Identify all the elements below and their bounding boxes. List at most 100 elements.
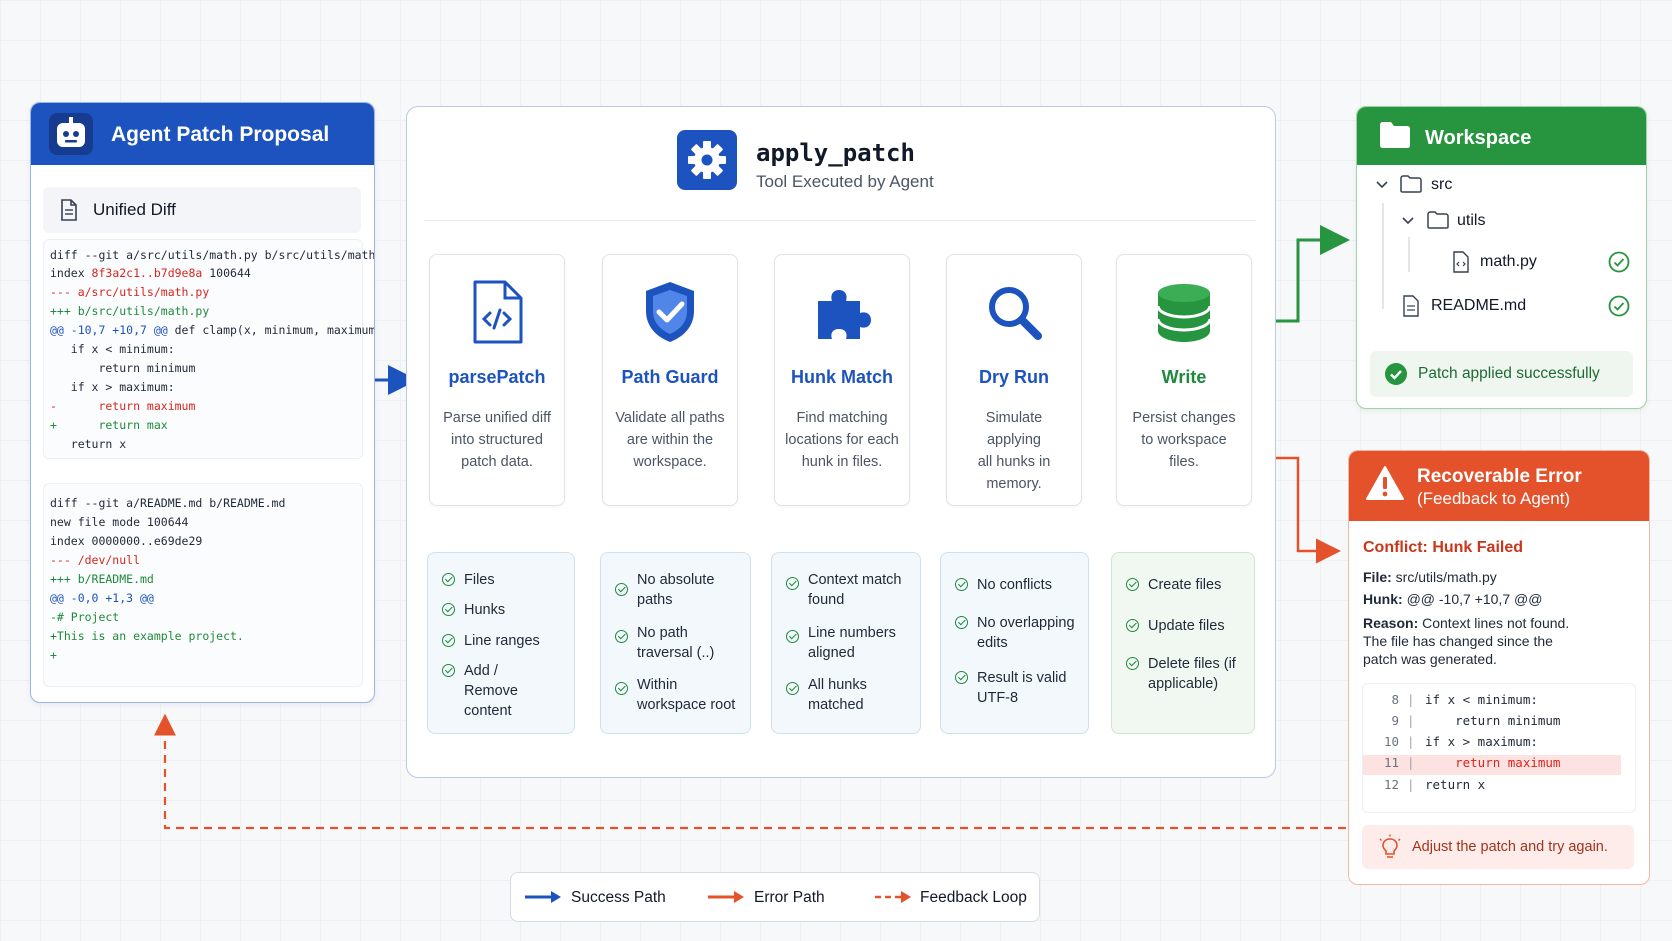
check-circle-icon [786, 577, 799, 590]
error-header: Recoverable Error (Feedback to Agent) [1349, 451, 1649, 521]
diff-line: --- /dev/null [50, 553, 141, 567]
check-circle-icon [1126, 657, 1139, 670]
diff-line: diff --git a/src/utils/math.py b/src/uti… [50, 248, 375, 262]
diff-label: Unified Diff [93, 200, 176, 219]
stage-title: Dry Run [978, 367, 1049, 387]
folder-icon[interactable] [1427, 211, 1449, 229]
error-reason: Reason: Context lines not found. [1363, 615, 1570, 631]
lightbulb-icon [1379, 834, 1401, 858]
checks-dry-run: No conflicts No overlapping edits Result… [940, 552, 1089, 734]
check-circle-icon [615, 682, 628, 695]
diff-line: if x < minimum: [50, 342, 175, 356]
checks-hunk-match: Context match found Line numbers aligned… [771, 552, 921, 734]
check-item: All hunks matched [786, 675, 896, 715]
check-circle-icon [1126, 619, 1139, 632]
check-circle-icon [1608, 295, 1630, 317]
code-line-highlighted: 11| return maximum [1363, 755, 1621, 775]
stage-title: parsePatch [448, 367, 546, 387]
tree-item-math-py[interactable]: math.py [1480, 253, 1537, 270]
database-icon [1156, 284, 1212, 342]
proposal-header: Agent Patch Proposal [31, 103, 374, 165]
diff-line: return x [50, 437, 127, 451]
diff-line: index 0000000..e69de29 [50, 534, 203, 548]
check-circle-icon [786, 682, 799, 695]
diff-line: return minimum [50, 361, 196, 375]
tree-item-readme[interactable]: README.md [1431, 297, 1527, 314]
check-item: Line ranges [442, 631, 540, 651]
code-line: 9| return minimum [1391, 713, 1561, 728]
divider [424, 220, 1256, 221]
chevron-down-icon [1402, 217, 1414, 225]
check-circle-icon [955, 671, 968, 684]
check-circle-icon [1126, 578, 1139, 591]
folder-icon[interactable] [1400, 175, 1422, 193]
check-circle-icon [955, 578, 968, 591]
checks-write: Create files Update files Delete files (… [1111, 552, 1255, 734]
file-code-icon[interactable] [1452, 251, 1470, 273]
diff-block-math: diff --git a/src/utils/math.py b/src/uti… [43, 239, 374, 459]
success-text: Patch applied successfully [1418, 365, 1600, 382]
check-circle-icon [1608, 251, 1630, 273]
legend-error-label: Error Path [754, 889, 825, 906]
checks-parse-patch: Files Hunks Line ranges Add / Remove con… [427, 552, 575, 734]
stage-title: Write [1161, 367, 1207, 387]
check-circle-icon [615, 630, 628, 643]
diff-line: @@ -0,0 +1,3 @@ [50, 591, 154, 605]
tree-guides [1376, 181, 1414, 309]
tool-subtitle: Tool Executed by Agent [756, 172, 934, 191]
diff-line: index 8f3a2c1..b7d9e8a 100644 [50, 266, 251, 280]
tool-title: apply_patch [756, 139, 915, 167]
check-item: Files [442, 570, 495, 590]
check-item: Add / Remove content [442, 661, 552, 721]
diff-line: if x > maximum: [50, 380, 175, 394]
legend-feedback-swatch [875, 891, 911, 903]
checks-path-guard: No absolute paths No path traversal (..)… [600, 552, 751, 734]
check-circle-icon [442, 634, 455, 647]
check-circle-icon [442, 603, 455, 616]
patch-proposal-card: Agent Patch Proposal Unified Diff diff -… [30, 102, 375, 703]
conflict-heading: Conflict: Hunk Failed [1363, 539, 1523, 556]
folder-icon [1380, 122, 1410, 148]
diff-line: -# Project [50, 610, 120, 624]
diff-line: @@ -10,7 +10,7 @@ def clamp(x, minimum, … [50, 323, 375, 337]
stage-title: Hunk Match [790, 367, 893, 387]
check-item: No path traversal (..) [615, 623, 735, 663]
warning-icon [1366, 466, 1404, 500]
workspace-title: Workspace [1425, 127, 1532, 149]
diff-label-box: Unified Diff [43, 187, 361, 233]
diff-block-readme: diff --git a/README.md b/README.md new f… [43, 483, 363, 687]
gear-icon [677, 130, 737, 190]
legend: Success Path Error Path Feedback Loop [510, 872, 1040, 922]
puzzle-icon [818, 290, 871, 339]
chevron-down-icon [1376, 181, 1388, 189]
check-item: Result is valid UTF-8 [955, 668, 1073, 708]
document-icon[interactable] [1402, 295, 1420, 317]
tree-item-src[interactable]: src [1431, 176, 1453, 193]
code-file-icon [473, 280, 523, 344]
check-item: No overlapping edits [955, 613, 1079, 653]
legend-feedback-label: Feedback Loop [920, 889, 1027, 906]
check-circle-icon [615, 583, 628, 596]
check-item: Context match found [786, 570, 910, 610]
error-hunk: Hunk: @@ -10,7 +10,7 @@ [1363, 591, 1543, 607]
diff-line: +++ b/README.md [50, 572, 154, 586]
check-item: Within workspace root [615, 675, 739, 715]
shield-check-icon [646, 282, 694, 342]
legend-success-label: Success Path [571, 889, 666, 906]
error-subtitle: (Feedback to Agent) [1417, 489, 1571, 508]
tree-item-utils[interactable]: utils [1457, 212, 1486, 229]
workspace-header: Workspace [1357, 107, 1646, 165]
code-line: 10|if x > maximum: [1383, 734, 1538, 749]
check-circle-icon [1385, 363, 1407, 385]
robot-icon [49, 113, 93, 155]
diff-line: + [50, 648, 57, 662]
diff-line: + return max [50, 418, 168, 432]
